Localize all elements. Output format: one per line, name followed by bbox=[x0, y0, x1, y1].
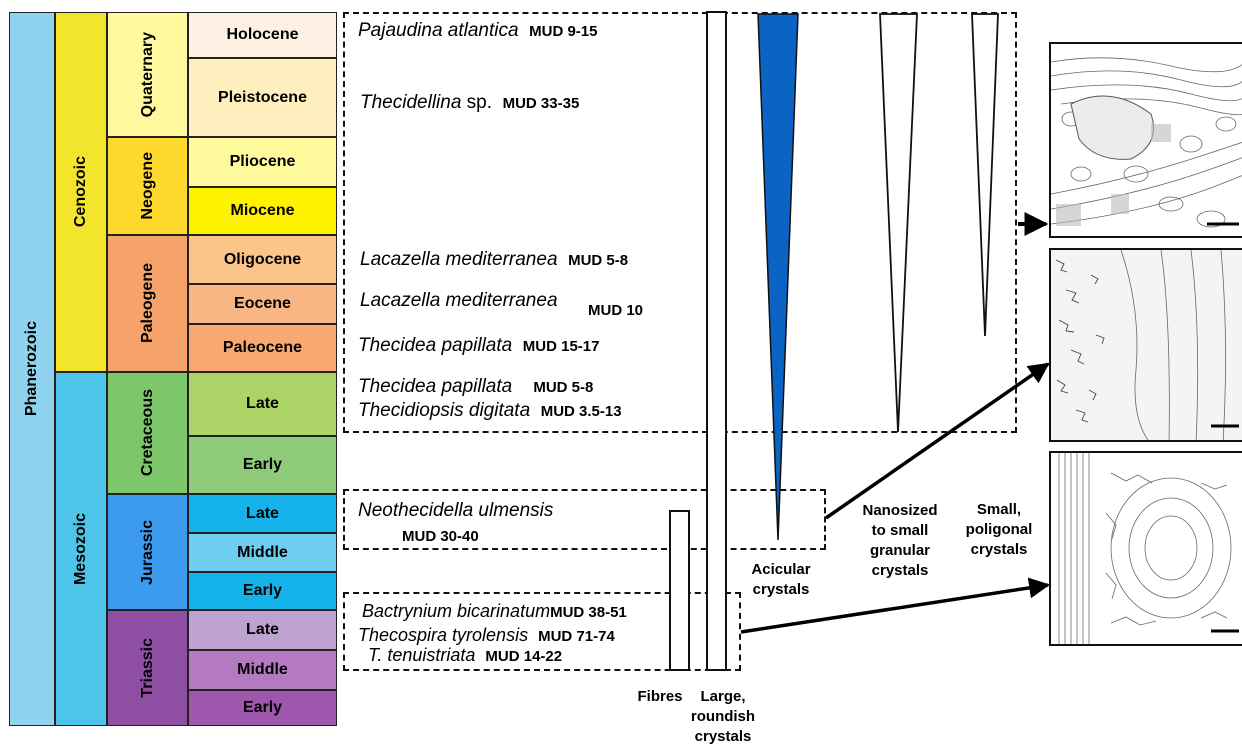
epoch-cretaceous-late: Late bbox=[188, 372, 337, 436]
epoch-pleistocene: Pleistocene bbox=[188, 58, 337, 137]
taxon-label: Thecidellina sp. MUD 33-35 bbox=[360, 92, 580, 113]
period-quaternary: Quaternary bbox=[107, 12, 188, 137]
epoch-oligocene: Oligocene bbox=[188, 235, 337, 284]
era-mesozoic: Mesozoic bbox=[55, 372, 107, 726]
acicular-range-triangle bbox=[757, 13, 799, 541]
taxon-label: Thecidea papillata MUD 5-8 bbox=[358, 376, 594, 397]
nanosized-range-triangle bbox=[879, 13, 918, 433]
mud-value: MUD 10 bbox=[588, 302, 644, 319]
large-roundish-range-bar bbox=[706, 11, 727, 671]
arrow-to-panel-3 bbox=[740, 577, 1051, 634]
epoch-cretaceous-early: Early bbox=[188, 436, 337, 494]
epoch-miocene: Miocene bbox=[188, 187, 337, 235]
epoch-jurassic-late: Late bbox=[188, 494, 337, 533]
epoch-eocene: Eocene bbox=[188, 284, 337, 324]
fibres-range-bar bbox=[669, 510, 690, 671]
microstructure-drawing-acicular bbox=[1049, 42, 1242, 238]
group-box-jurassic bbox=[343, 489, 826, 550]
taxon-label: Pajaudina atlantica MUD 9-15 bbox=[358, 20, 598, 41]
period-neogene: Neogene bbox=[107, 137, 188, 235]
epoch-jurassic-early: Early bbox=[188, 572, 337, 610]
period-jurassic: Jurassic bbox=[107, 494, 188, 610]
epoch-triassic-early: Early bbox=[188, 690, 337, 726]
epoch-holocene: Holocene bbox=[188, 12, 337, 58]
fibres-label: Fibres bbox=[637, 688, 683, 705]
period-triassic: Triassic bbox=[107, 610, 188, 726]
taxon-label: Neothecidella ulmensis bbox=[358, 500, 554, 521]
group-box-cenozoic-cretaceous bbox=[343, 12, 1017, 433]
epoch-triassic-middle: Middle bbox=[188, 650, 337, 690]
epoch-paleocene: Paleocene bbox=[188, 324, 337, 372]
taxon-label: Bactrynium bicarinatumMUD 38-51 bbox=[362, 601, 627, 621]
taxon-label: Thecidiopsis digitata MUD 3.5-13 bbox=[358, 400, 622, 421]
era-cenozoic: Cenozoic bbox=[55, 12, 107, 372]
group-box-triassic bbox=[343, 592, 741, 671]
period-paleogene: Paleogene bbox=[107, 235, 188, 372]
microstructure-drawing-small-polygonal bbox=[1049, 451, 1242, 646]
microstructure-drawing-nanosized bbox=[1049, 248, 1242, 442]
small-polygonal-range-triangle bbox=[971, 13, 999, 337]
mud-value: MUD 30-40 bbox=[402, 528, 479, 545]
taxon-label: Thecidea papillata MUD 15-17 bbox=[358, 335, 600, 356]
arrow-to-panel-2 bbox=[825, 362, 1050, 520]
taxon-label: T. tenuistriata MUD 14-22 bbox=[368, 645, 563, 665]
taxon-label: Lacazella mediterranea MUD 5-8 bbox=[360, 249, 629, 270]
period-cretaceous: Cretaceous bbox=[107, 372, 188, 494]
taxon-label: Lacazella mediterranea bbox=[360, 290, 558, 311]
eon-phanerozoic: Phanerozoic bbox=[9, 12, 55, 726]
epoch-jurassic-middle: Middle bbox=[188, 533, 337, 572]
epoch-triassic-late: Late bbox=[188, 610, 337, 650]
epoch-pliocene: Pliocene bbox=[188, 137, 337, 187]
taxon-label: Thecospira tyrolensis MUD 71-74 bbox=[358, 625, 615, 645]
